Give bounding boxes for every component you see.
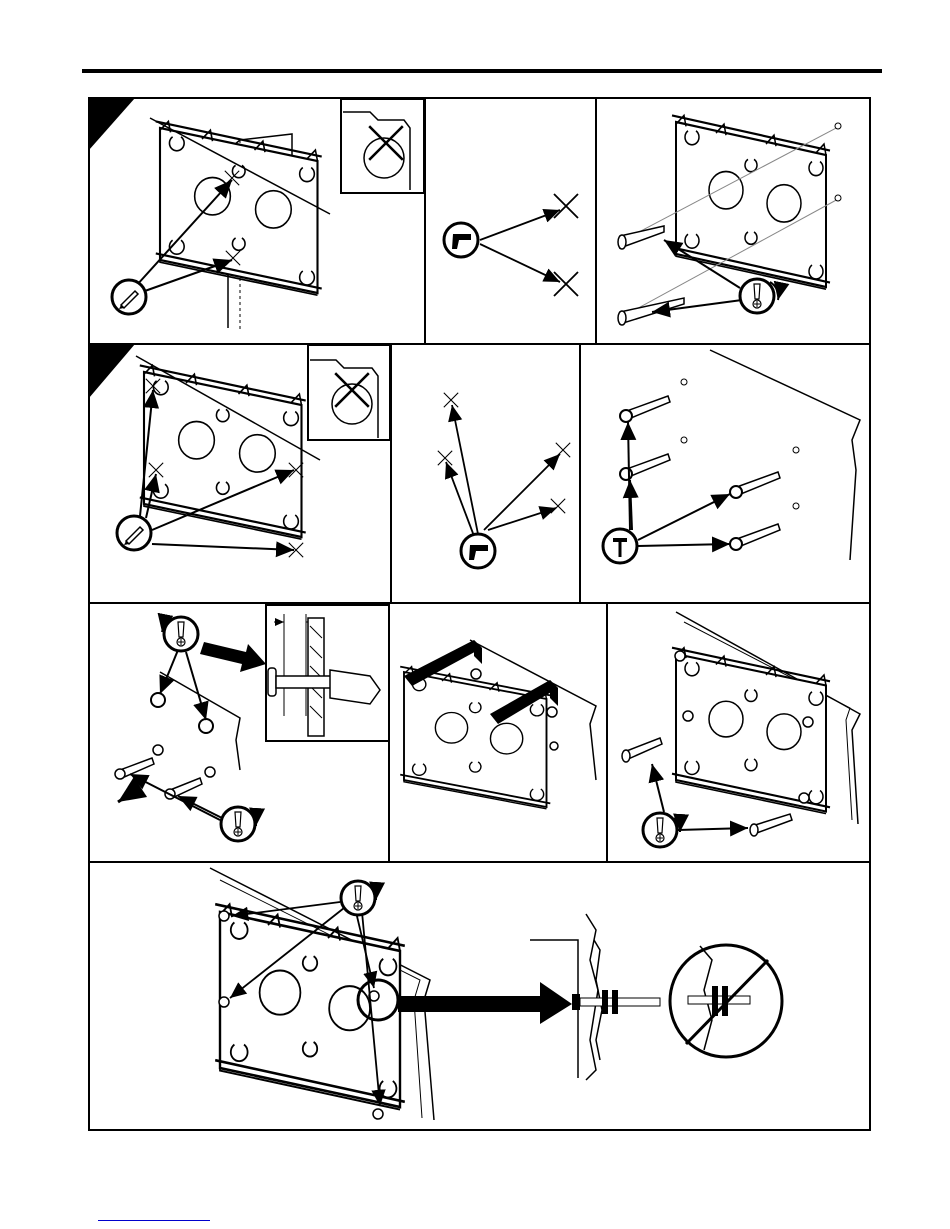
drill-icon [461, 534, 495, 568]
panel-step-2b [438, 393, 570, 568]
footer-link[interactable] [98, 1220, 210, 1221]
anchor-set [620, 379, 799, 550]
screwdriver-icon [643, 813, 677, 847]
screwdriver-icon [221, 807, 255, 841]
screwdriver-icon [341, 881, 375, 915]
hammer-icon [603, 529, 637, 563]
screwdriver-icon [740, 279, 774, 313]
pencil-icon [117, 516, 151, 550]
panel-step-3c [622, 612, 860, 847]
panel-step-4 [210, 868, 782, 1120]
panel-step-3b [400, 640, 596, 809]
panel-step-1b [444, 194, 578, 296]
drill-icon [444, 223, 478, 257]
step-badge-2 [89, 344, 135, 398]
pencil-icon [112, 280, 146, 314]
panel-step-1c [618, 115, 841, 325]
panel-step-3a [115, 605, 389, 841]
step-badge-1 [89, 98, 135, 150]
panel-step-1a [112, 99, 424, 330]
screwdriver-icon [164, 617, 198, 651]
panel-step-2c [603, 350, 860, 563]
panel-step-2a [117, 345, 390, 557]
